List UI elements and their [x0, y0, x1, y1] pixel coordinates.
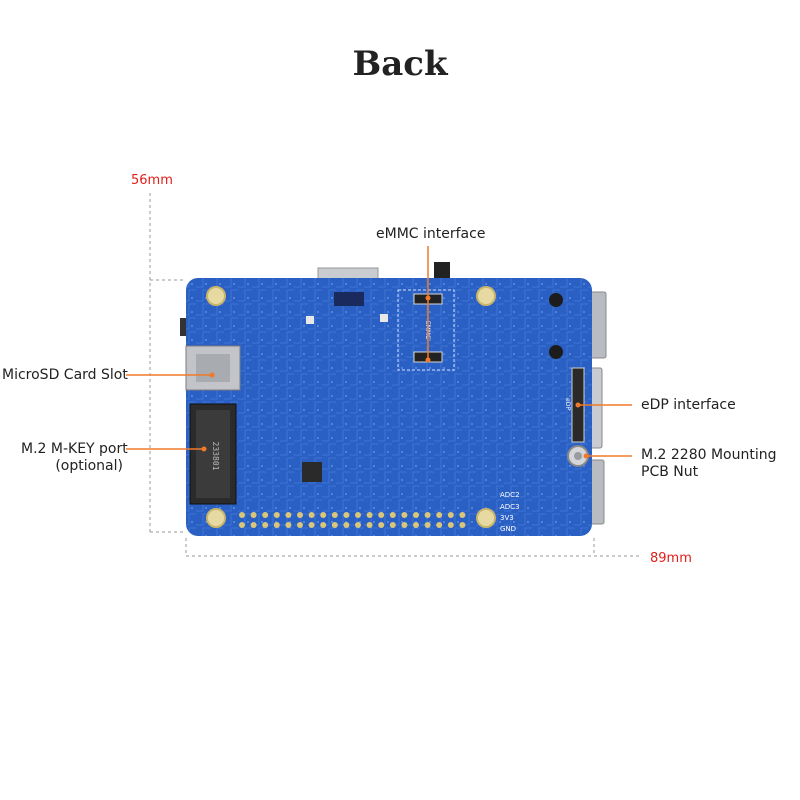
gpio-pad — [343, 522, 350, 528]
gpio-pad — [308, 522, 315, 528]
pin-label: 3V3 — [500, 514, 514, 522]
microsd-callout: MicroSD Card Slot — [2, 367, 128, 383]
gpio-pad — [285, 512, 292, 518]
gpio-pad — [262, 512, 269, 518]
gpio-pad — [366, 522, 373, 528]
gpio-pad — [413, 512, 419, 518]
gpio-pad — [285, 522, 292, 528]
gpio-pad — [250, 522, 257, 528]
gpio-pad — [355, 522, 361, 528]
gpio-pad — [239, 512, 245, 518]
callout-lines — [126, 246, 632, 457]
gpio-pad — [413, 522, 419, 528]
microsd-slot — [185, 345, 241, 391]
gpio-pad — [424, 512, 431, 518]
gpio-pad — [343, 512, 350, 518]
pin-label: ADC3 — [500, 503, 520, 511]
m2-callout-line2: (optional) — [55, 458, 123, 474]
emmc-callout: eMMC interface — [376, 226, 486, 242]
gpio-pad — [297, 522, 303, 528]
gpio-pad — [436, 512, 443, 518]
board-components — [302, 292, 563, 482]
m2-callout: M.2 M-KEY port (optional) — [21, 441, 128, 475]
pin-labels: ADC2 ADC3 3V3 GND — [500, 491, 520, 533]
edp-silkscreen: eDP — [564, 398, 571, 410]
gpio-pad — [459, 512, 466, 518]
m2-connector: 233801 — [189, 403, 237, 505]
gpio-pad — [366, 512, 373, 518]
nut-callout: M.2 2280 Mounting PCB Nut — [641, 447, 777, 481]
m2-mounting-nut — [567, 445, 589, 467]
width-dimension-label: 89mm — [650, 551, 692, 566]
gpio-pad — [331, 522, 338, 528]
gpio-pad — [331, 512, 338, 518]
gpio-pad — [378, 512, 385, 518]
dimension-lines — [149, 193, 640, 557]
gpio-pad — [262, 522, 269, 528]
nut-callout-line2: PCB Nut — [641, 464, 699, 480]
pin-label: ADC2 — [500, 491, 520, 499]
gpio-pad — [273, 512, 280, 518]
page-title: Back — [352, 44, 448, 84]
mounting-holes — [206, 286, 496, 528]
gpio-pad — [250, 512, 257, 518]
gpio-pad — [459, 522, 466, 528]
edp-callout: eDP interface — [641, 397, 736, 413]
m2-code-silkscreen: 233801 — [211, 442, 220, 471]
gpio-pad — [401, 522, 408, 528]
pin-label: GND — [500, 525, 516, 533]
gpio-pad — [320, 522, 327, 528]
gpio-pad — [239, 522, 245, 528]
gpio-pad — [389, 512, 396, 518]
gpio-pad — [378, 522, 385, 528]
gpio-pad — [273, 522, 280, 528]
gpio-pad — [447, 522, 454, 528]
gpio-pad — [297, 512, 303, 518]
gpio-pad — [401, 512, 408, 518]
gpio-pad — [320, 512, 327, 518]
gpio-pad — [308, 512, 315, 518]
m2-callout-line1: M.2 M-KEY port — [21, 441, 128, 457]
gpio-pad — [389, 522, 396, 528]
gpio-pad — [447, 512, 454, 518]
gpio-pad — [424, 522, 431, 528]
gpio-pad — [436, 522, 443, 528]
height-dimension-label: 56mm — [131, 173, 173, 188]
gpio-pad — [355, 512, 361, 518]
nut-callout-line1: M.2 2280 Mounting — [641, 447, 777, 463]
